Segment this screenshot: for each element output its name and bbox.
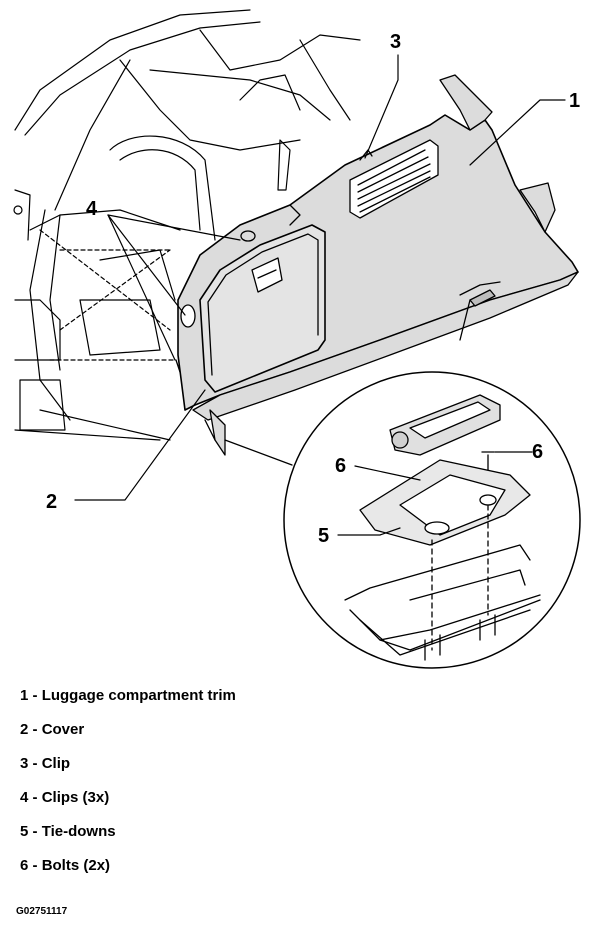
legend-item: 6 - Bolts (2x) <box>20 856 420 876</box>
legend-text: Clips (3x) <box>41 789 110 806</box>
clips <box>175 230 256 373</box>
legend-text: Clip <box>41 755 71 772</box>
vehicle-body-background <box>13 9 361 441</box>
callout-5: 5 <box>318 525 329 547</box>
cover-panel <box>199 224 326 393</box>
legend-text: Tie-downs <box>41 823 116 840</box>
callout-1: 1 <box>569 90 580 112</box>
callout-3: 3 <box>390 31 401 53</box>
legend-number: 3 - <box>20 755 42 772</box>
legend-number: 2 - <box>20 721 42 738</box>
callout-6-right: 6 <box>532 441 543 463</box>
callout-leaders <box>74 54 566 536</box>
callout-4: 4 <box>86 198 98 220</box>
legend-item: 3 - Clip <box>20 754 420 774</box>
legend-number: 4 - <box>20 789 42 806</box>
parts-legend: 1 - Luggage compartment trim 2 - Cover 3… <box>20 686 420 890</box>
tie-down-detail <box>224 299 581 669</box>
legend-item: 5 - Tie-downs <box>20 822 420 842</box>
exploded-view-drawing: 1 2 3 4 5 6 6 <box>13 9 581 669</box>
legend-item: 1 - Luggage compartment trim <box>20 686 420 706</box>
legend-item: 2 - Cover <box>20 720 420 740</box>
figure-code: G02751117 <box>16 906 68 917</box>
legend-text: Luggage compartment trim <box>41 687 236 704</box>
legend-number: 6 - <box>20 857 42 874</box>
legend-number: 5 - <box>20 823 42 840</box>
callout-2: 2 <box>46 491 57 513</box>
legend-text: Bolts (2x) <box>41 857 111 874</box>
vent-grille <box>349 139 439 219</box>
callout-6-left: 6 <box>335 455 346 477</box>
legend-item: 4 - Clips (3x) <box>20 788 420 808</box>
legend-text: Cover <box>41 721 85 738</box>
legend-number: 1 - <box>20 687 42 704</box>
